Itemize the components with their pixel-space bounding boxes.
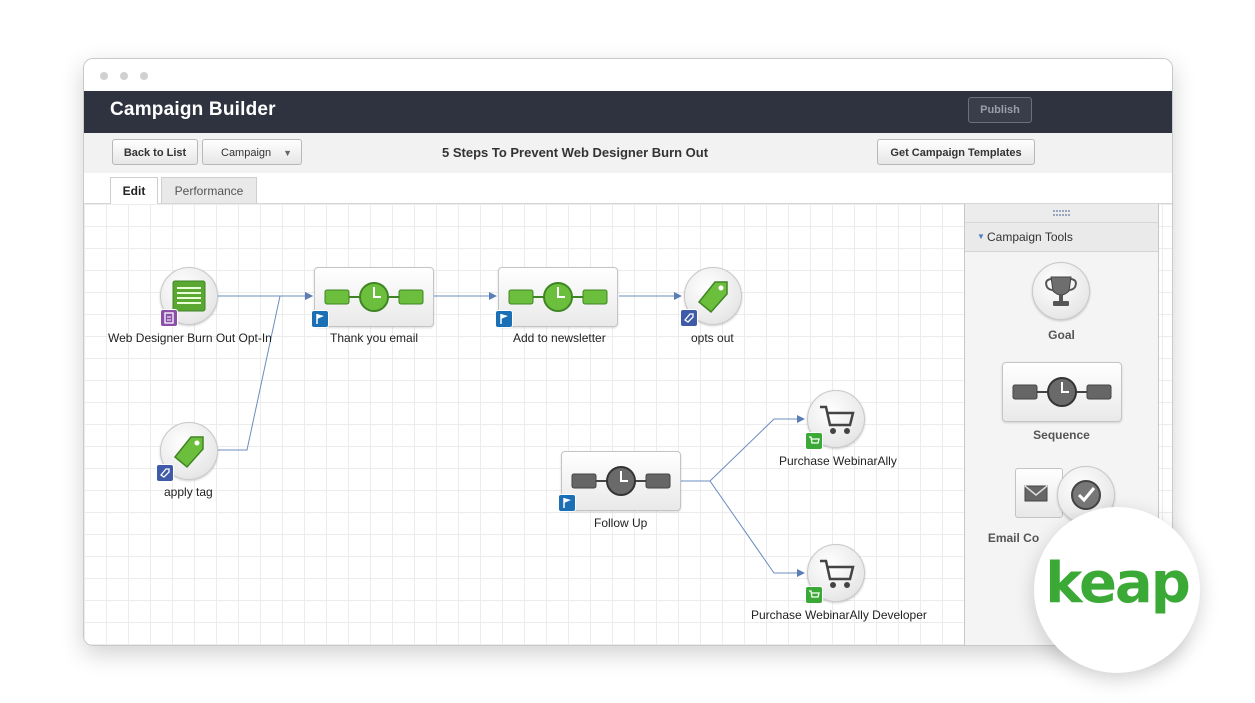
tag-icon (173, 436, 204, 469)
tool-goal[interactable]: Goal (965, 262, 1158, 342)
grip-icon (1053, 210, 1070, 216)
tool-sequence[interactable]: Sequence (965, 362, 1158, 444)
keap-logo-badge: keap (1034, 507, 1200, 673)
node-opts-out-label: opts out (691, 331, 734, 345)
node-thank-you-label: Thank you email (330, 331, 419, 345)
campaign-select-value: Campaign (221, 147, 272, 159)
page-title: Campaign Builder (110, 99, 276, 120)
connection-lines (218, 292, 805, 577)
sequence-timer-icon (324, 282, 424, 312)
toolbar: Back to List Campaign ▼ 5 Steps To Preve… (84, 133, 1172, 174)
flag-icon (311, 310, 329, 328)
link-tag-thankyou (218, 292, 313, 451)
sequence-timer-icon (1012, 377, 1112, 407)
campaign-title: 5 Steps To Prevent Web Designer Burn Out (442, 145, 709, 160)
node-purchase2-label: Purchase WebinarAlly Developer (751, 608, 927, 622)
node-newsletter-label: Add to newsletter (513, 331, 606, 345)
web-form-circle (160, 267, 218, 325)
tool-goal-label: Goal (1048, 328, 1075, 342)
tag-badge-icon (680, 309, 698, 327)
get-campaign-templates-button[interactable]: Get Campaign Templates (877, 139, 1035, 165)
tool-email-label: Email Co (987, 531, 1040, 545)
triangle-down-icon: ▼ (977, 232, 985, 241)
campaign-tools-header[interactable]: ▼ Campaign Tools (965, 223, 1158, 252)
tool-sequence-label: Sequence (1033, 428, 1090, 442)
window-dot-minimize[interactable] (120, 72, 128, 80)
envelope-icon (1024, 485, 1048, 502)
keap-logo: keap (1045, 551, 1191, 616)
tab-edit[interactable]: Edit (110, 177, 158, 204)
email-tool-box (1015, 468, 1063, 518)
link-followup-purchase2 (681, 480, 805, 577)
app-header: Campaign Builder Publish (84, 91, 1172, 133)
app-window: Campaign Builder Publish Back to List Ca… (83, 58, 1173, 646)
tab-performance[interactable]: Performance (161, 177, 257, 203)
campaign-tools-title: Campaign Tools (987, 230, 1073, 244)
window-dot-maximize[interactable] (140, 72, 148, 80)
tag-badge-icon (156, 464, 174, 482)
cart-badge-icon (805, 586, 823, 604)
sequence-timer-icon (571, 466, 671, 496)
node-purchase1-label: Purchase WebinarAlly (779, 454, 897, 468)
sequence-box (561, 451, 681, 511)
panel-drag-handle[interactable] (965, 204, 1158, 223)
goal-circle (1032, 262, 1090, 320)
campaign-canvas[interactable]: Web Designer Burn Out Opt-In apply tag (84, 204, 1172, 645)
caret-down-icon: ▼ (283, 148, 292, 158)
window-dot-close[interactable] (100, 72, 108, 80)
node-optin-label: Web Designer Burn Out Opt-In (108, 331, 272, 345)
flag-icon (558, 494, 576, 512)
link-followup-purchase1 (681, 415, 805, 482)
tab-bar: Edit Performance (84, 173, 1172, 204)
web-form-icon (172, 280, 206, 312)
publish-button[interactable]: Publish (968, 97, 1032, 123)
sequence-timer-icon (508, 282, 608, 312)
node-apply-tag-label: apply tag (164, 485, 213, 499)
form-badge-icon (160, 309, 178, 327)
shopping-cart-icon (820, 405, 855, 434)
tag-icon (697, 281, 728, 314)
window-chrome (84, 59, 1172, 91)
back-to-list-button[interactable]: Back to List (112, 139, 198, 165)
sequence-box (498, 267, 618, 327)
trophy-icon (1045, 276, 1077, 306)
node-follow-up-label: Follow Up (594, 516, 648, 530)
campaign-select[interactable]: Campaign ▼ (202, 139, 302, 165)
sequence-tool-box (1002, 362, 1122, 422)
flag-icon (495, 310, 513, 328)
cart-badge-icon (805, 432, 823, 450)
check-circle-icon (1071, 480, 1101, 510)
shopping-cart-icon (820, 559, 855, 588)
sequence-box (314, 267, 434, 327)
